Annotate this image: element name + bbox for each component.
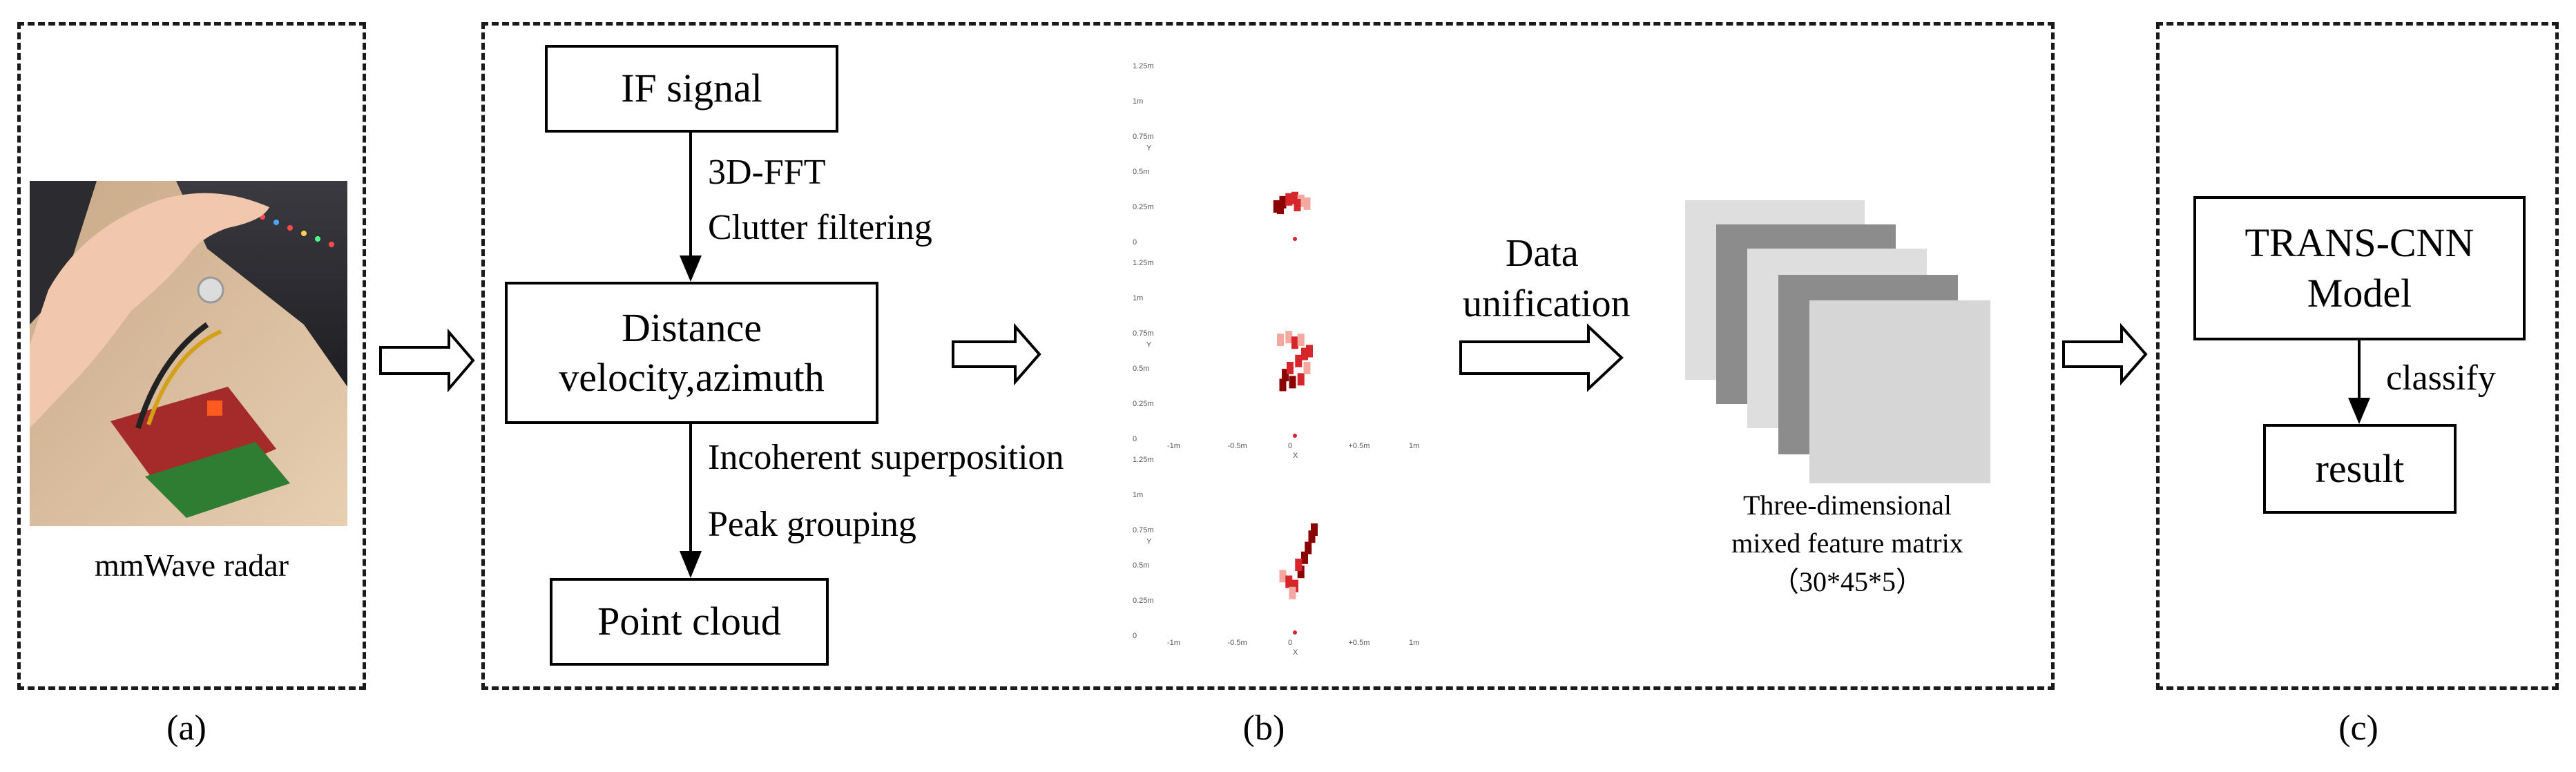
radar-caption: mmWave radar [94,548,289,583]
panel-a-label: (a) [166,708,206,748]
model-box-line2: Model [2307,270,2412,316]
if-signal-box: IF signal [545,45,838,133]
step1-clutter: Clutter filtering [708,208,932,247]
matrix-caption-1: Three-dimensional [1742,490,1952,521]
distance-box: Distance velocity,azimuth [505,282,878,424]
classify-label: classify [2386,358,2496,398]
unify-unification: unification [1463,282,1631,325]
model-box: TRANS-CNN Model [2193,196,2526,340]
result-box: result [2263,424,2457,514]
panel-b [481,22,2055,690]
panel-c [2156,22,2559,690]
distance-box-line2: velocity,azimuth [559,355,825,400]
panel-b-label: (b) [1242,708,1285,748]
matrix-caption-2: mixed feature matrix [1731,528,1963,559]
matrix-caption-3: （30*45*5） [1771,566,1923,597]
step2-peak: Peak grouping [708,505,916,544]
point-cloud-box: Point cloud [550,578,829,666]
step2-superposition: Incoherent superposition [708,438,1064,477]
unify-data: Data [1506,232,1579,275]
distance-box-line1: Distance [622,305,762,350]
step1-fft: 3D-FFT [708,153,826,192]
panel-a [17,22,366,690]
panel-c-label: (c) [2338,708,2378,748]
model-box-line1: TRANS-CNN [2245,220,2474,265]
